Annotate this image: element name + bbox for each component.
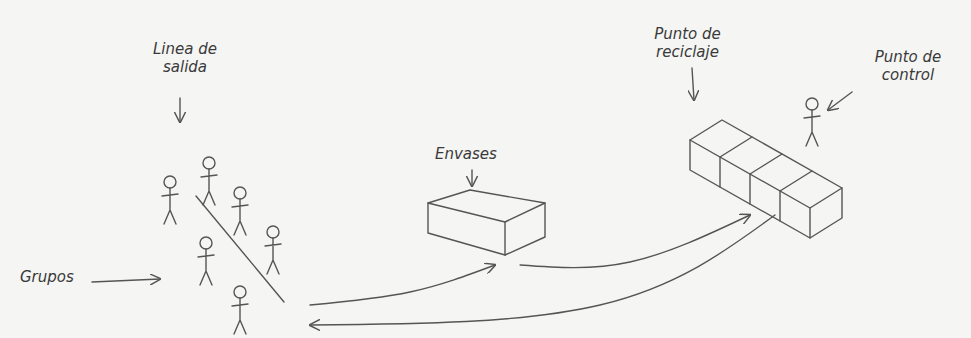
cube-dividers <box>720 137 812 221</box>
stick-figure <box>265 238 281 274</box>
box-top <box>428 190 545 222</box>
node-label: Grupos <box>20 268 100 286</box>
callout-label: Linea de salida <box>145 40 225 76</box>
node-label: Punto de reciclaje <box>640 25 735 61</box>
flow-arrow <box>520 215 750 268</box>
start-line <box>196 196 284 302</box>
flow-arrow <box>310 265 495 305</box>
callout-label: Punto de control <box>858 48 958 84</box>
stick-figure-head <box>203 157 215 169</box>
box-side <box>505 203 545 255</box>
leader-arrow <box>471 170 472 186</box>
sketch-node: Grupos <box>15 150 310 335</box>
stick-figure <box>201 169 217 205</box>
stick-figure-head <box>806 98 818 110</box>
box-front <box>428 203 505 255</box>
leader-arrow <box>179 98 180 122</box>
leader-arrow <box>828 92 852 110</box>
sketch-node: Envases <box>420 140 550 265</box>
stick-figure-head <box>267 226 279 238</box>
stick-figure <box>198 249 214 285</box>
leader-arrow <box>692 68 694 100</box>
stick-figure-head <box>234 286 246 298</box>
stick-figure <box>232 199 248 235</box>
stick-figure <box>162 188 178 224</box>
flow-arrow <box>310 215 775 325</box>
stick-figure <box>232 298 248 334</box>
node-label: Envases <box>435 145 515 163</box>
stick-figure-head <box>234 187 246 199</box>
sketch-node: Punto de reciclaje <box>635 20 850 215</box>
stick-figure-head <box>200 237 212 249</box>
stick-figure-head <box>164 176 176 188</box>
stick-figure <box>804 110 820 146</box>
leader-arrow <box>92 279 160 282</box>
cube-row-side <box>810 188 842 238</box>
